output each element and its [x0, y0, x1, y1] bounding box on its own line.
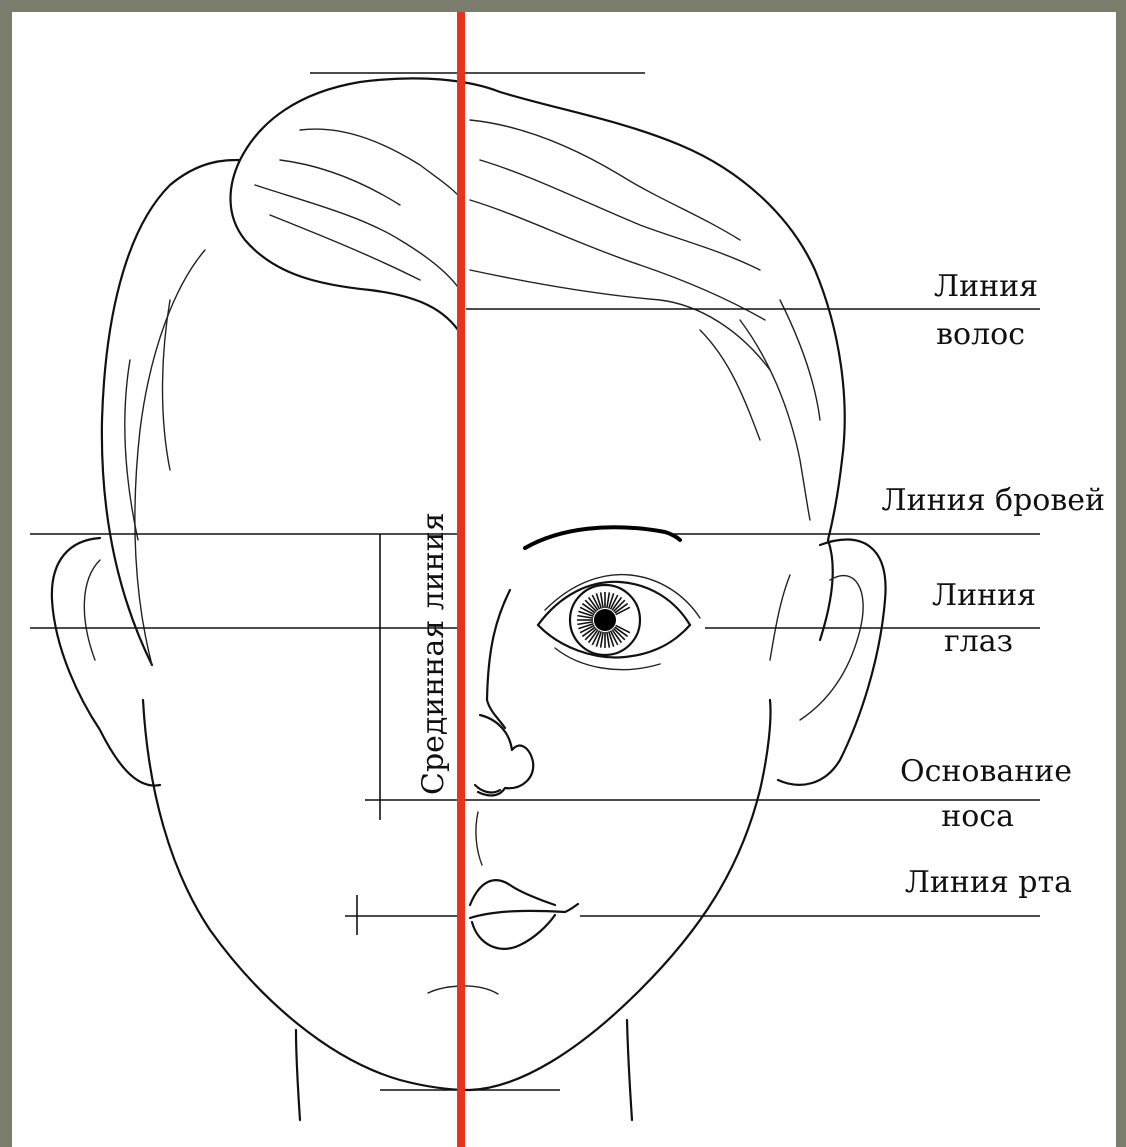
pupil — [594, 609, 616, 631]
left-ear — [52, 538, 160, 786]
hair-strand-6 — [300, 129, 462, 200]
upper-lip — [470, 880, 555, 905]
midline-label: Срединная линия — [416, 512, 451, 795]
mouth-line-label: Линия рта — [905, 865, 1072, 900]
neck-left — [296, 1030, 300, 1120]
hair-strand-11 — [470, 270, 770, 370]
lower-lip — [472, 915, 555, 949]
hair-strand-4 — [255, 185, 460, 290]
hair-strand-13 — [740, 320, 810, 520]
right-head-contour — [820, 540, 833, 640]
hair-line-label-1: Линия — [934, 269, 1038, 304]
brow-line-label: Линия бровей — [882, 483, 1105, 518]
left-ear-inner — [84, 560, 100, 660]
hair-strand-10 — [470, 200, 765, 320]
eye-line-label-2: глаз — [944, 624, 1013, 659]
hair-strand-1 — [135, 250, 205, 665]
eye-lower-crease — [555, 648, 660, 670]
hair-strand-9 — [480, 160, 760, 270]
hair-strand-3 — [125, 360, 138, 540]
eyebrow — [525, 527, 680, 548]
hair-strand-12 — [700, 330, 760, 440]
cheek-right-upper — [487, 590, 510, 700]
hair-strand-8 — [470, 120, 740, 240]
hair-strand-5 — [270, 215, 420, 280]
eye-line-label-1: Линия — [932, 578, 1036, 613]
neck-right — [627, 1020, 632, 1120]
right-ear-fold — [770, 575, 790, 660]
nose-base-label-1: Основание — [900, 754, 1072, 789]
hair-outline — [102, 78, 845, 665]
hair-line-label-2: волос — [936, 317, 1025, 352]
nose-bridge — [487, 700, 505, 728]
face-right-contour — [470, 700, 771, 1090]
philtrum — [476, 812, 482, 865]
nose-base-label-2: носа — [941, 799, 1014, 834]
mouth-line — [470, 904, 578, 918]
hair-strand-14 — [780, 300, 820, 420]
